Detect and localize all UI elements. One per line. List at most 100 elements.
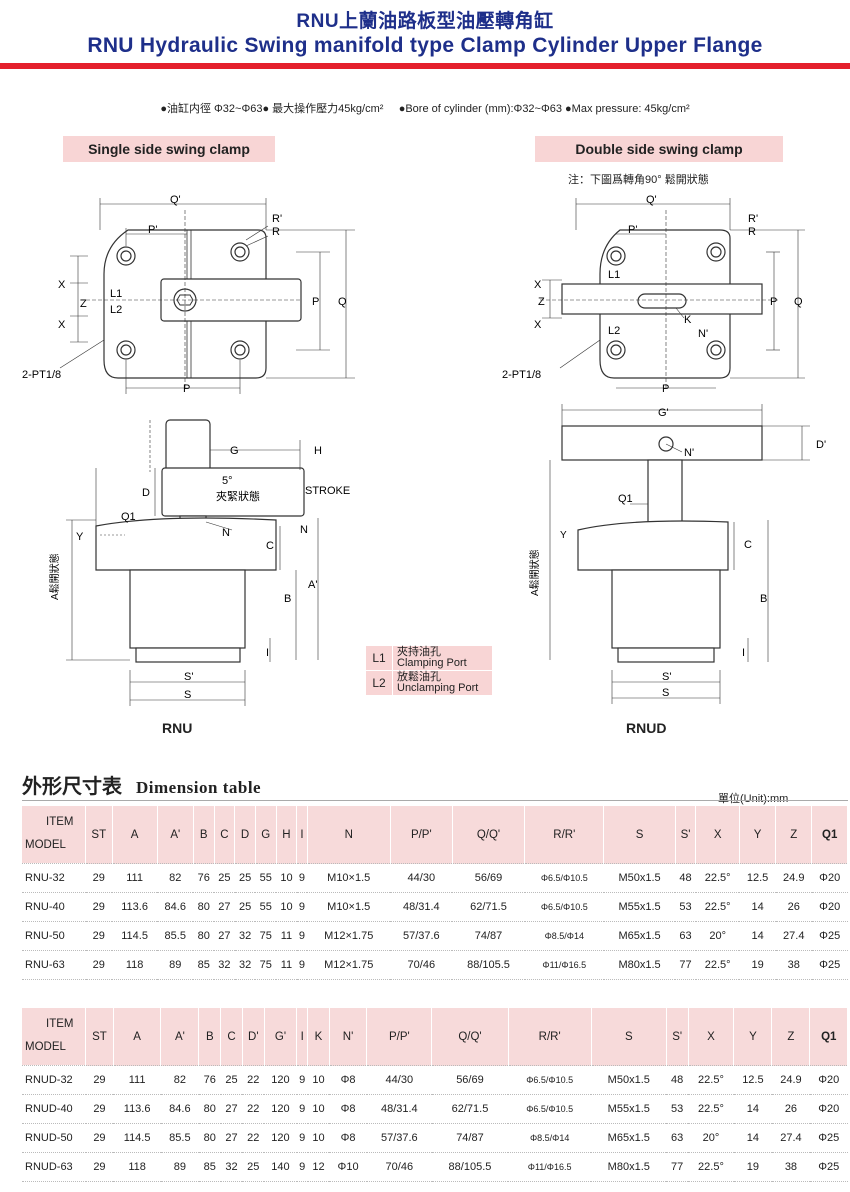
value-cell: 80 [198,1094,221,1124]
value-cell: 77 [675,950,696,980]
value-cell: 11 [276,921,297,951]
value-cell: 22.5° [695,863,740,893]
port-pt: 2-PT1/8 [22,369,61,381]
column-header: Q/Q' [431,1008,509,1066]
value-cell: 113.6 [112,892,158,922]
value-cell: Φ6.5/Φ10.5 [508,1065,592,1095]
value-cell: Φ8 [329,1123,367,1153]
value-cell: M65x1.5 [591,1123,667,1153]
value-cell: 22.5° [695,950,740,980]
value-cell: 10 [276,892,297,922]
dim-q-right: Q [338,296,347,308]
dim-c: C [266,540,274,552]
dim-n-prime-top: N' [698,328,708,340]
angle-5: 5° [222,475,233,487]
column-header: X [695,806,740,864]
value-cell: Φ8 [329,1065,367,1095]
value-cell: M50x1.5 [603,863,676,893]
value-cell: 22.5° [688,1065,734,1095]
value-cell: 57/37.6 [390,921,453,951]
dim-n-prime: N' [684,447,694,459]
legend-l1-en: Clamping Port [397,657,467,669]
value-cell: 120 [264,1065,297,1095]
column-header: N' [329,1008,368,1066]
value-cell: 118 [112,950,158,980]
value-cell: 114.5 [112,921,158,951]
value-cell: Φ25 [811,921,848,951]
value-cell: 89 [160,1152,199,1182]
column-header: Q/Q' [452,806,526,864]
value-cell: 48/31.4 [390,892,453,922]
value-cell: 56/69 [452,863,525,893]
value-cell: 63 [675,921,696,951]
dim-r: R [272,226,280,238]
dim-i: I [266,647,269,659]
value-cell: 85.5 [160,1123,199,1153]
value-cell: 10 [276,863,297,893]
value-cell: 77 [666,1152,689,1182]
rnud-top-view: Q' P' R' R X Z X L1 L2 K N' P Q 2-PT1/8 … [502,194,805,395]
unit-label: 單位(Unit):mm [718,793,789,805]
dim-z-r: Z [538,296,545,308]
value-cell: 111 [112,863,158,893]
dim-q1-r: Q1 [618,493,633,505]
value-cell: M12×1.75 [307,921,391,951]
value-cell: 120 [264,1123,297,1153]
value-cell: 63 [666,1123,689,1153]
dim-r-r: R [748,226,756,238]
value-cell: M50x1.5 [591,1065,667,1095]
port-pt-r: 2-PT1/8 [502,369,541,381]
double-side-title: Double side swing clamp [535,136,783,162]
value-cell: Φ6.5/Φ10.5 [524,892,604,922]
dim-s-r: S [662,687,669,699]
rotation-note: 注：下圖爲轉角90° 鬆開狀態 [568,174,709,186]
column-header: P/P' [390,806,453,864]
value-cell: 10 [307,1065,330,1095]
dim-q1: Q1 [121,511,136,523]
dim-z: Z [80,298,87,310]
value-cell: 82 [160,1065,199,1095]
value-cell: 140 [264,1152,297,1182]
dim-y: Y [76,531,84,543]
column-header: A' [157,806,194,864]
legend-l1-cn: 夾持油孔 [397,646,441,658]
dim-k: K [684,314,692,326]
column-header: A [113,1008,162,1066]
clamp-state: 夾緊狀態 [216,489,260,503]
column-header: X [688,1008,735,1066]
value-cell: Φ20 [809,1065,848,1095]
value-cell: Φ8.5/Φ14 [508,1123,592,1153]
value-cell: 25 [234,863,256,893]
value-cell: Φ10 [329,1152,367,1182]
column-header: G' [264,1008,298,1066]
dim-p-bottom: P [183,383,190,395]
column-header: I [296,806,308,864]
dim-s-prime-r: S' [662,671,671,683]
value-cell: M65x1.5 [603,921,676,951]
value-cell: 80 [193,921,215,951]
column-header: S [591,1008,667,1066]
value-cell: 38 [771,1152,810,1182]
value-cell: 9 [296,1152,308,1182]
value-cell: 75 [255,921,277,951]
column-header: B [193,806,215,864]
value-cell: 9 [296,863,308,893]
model-label: MODEL [25,839,66,851]
dim-p-right: P [312,296,319,308]
dim-b: B [284,593,291,605]
dim-n: N [222,527,230,539]
dim-q-right-r: Q [794,296,803,308]
value-cell: 22.5° [688,1152,734,1182]
column-header: Z [771,1008,811,1066]
model-cell: RNUD-50 [22,1123,86,1153]
value-cell: 113.6 [113,1094,161,1124]
